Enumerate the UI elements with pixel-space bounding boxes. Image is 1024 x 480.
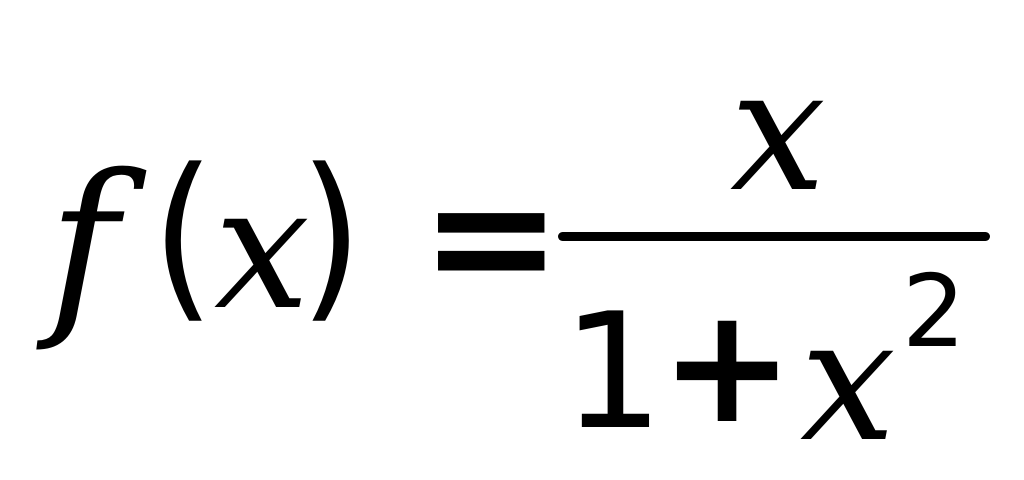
exponent: 2 xyxy=(902,253,966,370)
function-argument: x xyxy=(214,150,310,348)
right-parenthesis: ) xyxy=(299,131,363,340)
equals-sign: = xyxy=(420,138,563,336)
denominator-constant: 1 xyxy=(562,278,664,465)
fraction-numerator: x xyxy=(730,32,826,230)
formula-canvas: f ( x ) = x 1 + x 2 xyxy=(48,32,990,466)
left-parenthesis: ( xyxy=(151,131,215,340)
denominator-variable: x xyxy=(800,282,896,480)
fraction-bar xyxy=(558,232,990,241)
function-name: f xyxy=(48,134,119,355)
plus-sign: + xyxy=(660,272,795,459)
